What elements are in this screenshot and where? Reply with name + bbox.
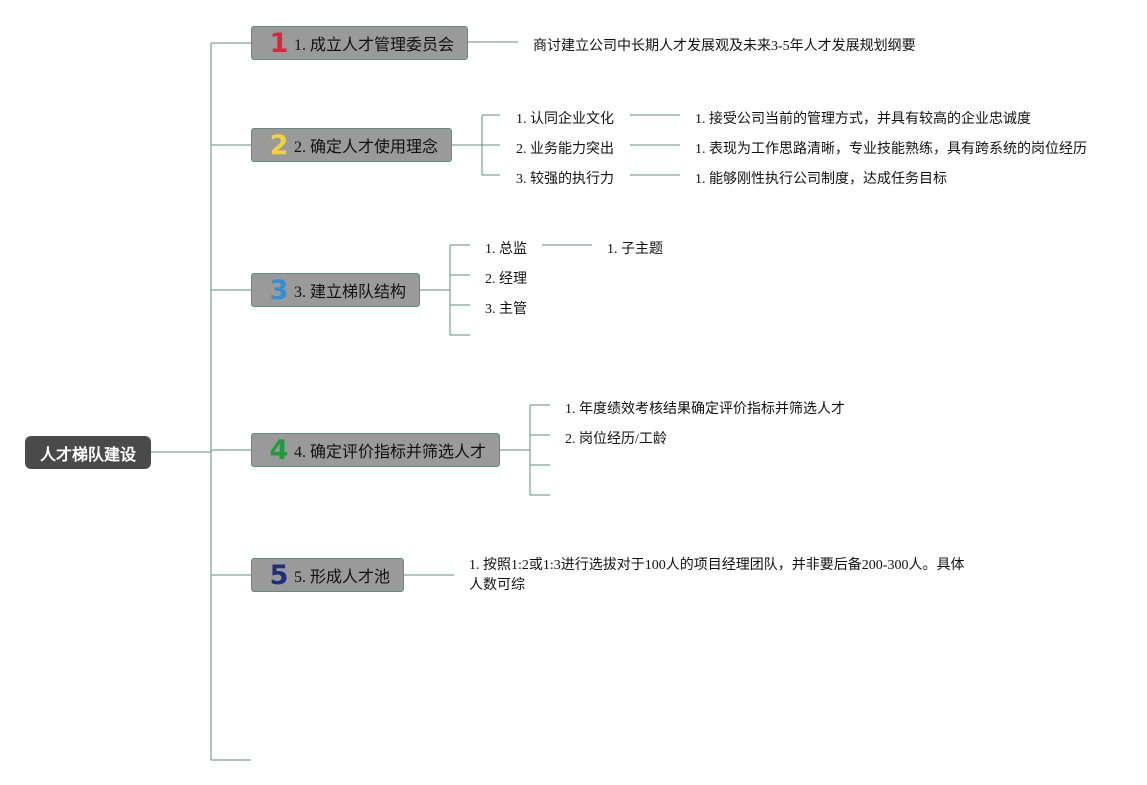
topic-3-sub-1-detail[interactable]: 1. 子主题: [607, 242, 663, 257]
topic-5[interactable]: 5 5. 形成人才池: [251, 558, 404, 592]
topic-2-sub-2-detail[interactable]: 1. 表现为工作思路清晰，专业技能熟练，具有跨系统的岗位经历: [695, 142, 1087, 157]
number-3-icon: 3: [269, 274, 289, 306]
topic-2-sub-3-detail[interactable]: 1. 能够刚性执行公司制度，达成任务目标: [695, 172, 947, 187]
topic-3-sub-2[interactable]: 2. 经理: [485, 272, 527, 287]
topic-3-label: 3. 建立梯队结构: [294, 284, 407, 301]
number-4-icon: 4: [269, 434, 289, 466]
number-2-icon: 2: [269, 129, 289, 161]
root-topic[interactable]: 人才梯队建设: [25, 436, 151, 469]
topic-2-sub-3[interactable]: 3. 较强的执行力: [516, 172, 614, 187]
topic-3-sub-1[interactable]: 1. 总监: [485, 242, 527, 257]
topic-1[interactable]: 1 1. 成立人才管理委员会: [251, 26, 468, 60]
topic-4[interactable]: 4 4. 确定评价指标并筛选人才: [251, 433, 500, 467]
topic-2-sub-1[interactable]: 1. 认同企业文化: [516, 112, 614, 127]
topic-1-note[interactable]: 商讨建立公司中长期人才发展观及未来3-5年人才发展规划纲要: [533, 39, 916, 54]
number-1-icon: 1: [269, 27, 289, 59]
topic-2[interactable]: 2 2. 确定人才使用理念: [251, 128, 452, 162]
root-topic-label: 人才梯队建设: [39, 444, 136, 464]
topic-5-note[interactable]: 1. 按照1:2或1:3进行选拔对于100人的项目经理团队，并非要后备200-3…: [469, 558, 965, 593]
topic-2-label: 2. 确定人才使用理念: [294, 139, 439, 156]
topic-2-sub-2[interactable]: 2. 业务能力突出: [516, 142, 614, 157]
topic-4-sub-2[interactable]: 2. 岗位经历/工龄: [565, 432, 667, 447]
topic-3-sub-3[interactable]: 3. 主管: [485, 302, 527, 317]
topic-4-label: 4. 确定评价指标并筛选人才: [294, 444, 487, 461]
topic-3[interactable]: 3 3. 建立梯队结构: [251, 273, 420, 307]
topic-1-label: 1. 成立人才管理委员会: [294, 37, 455, 54]
topic-2-sub-1-detail[interactable]: 1. 接受公司当前的管理方式，并具有较高的企业忠诚度: [695, 112, 1031, 127]
number-5-icon: 5: [269, 559, 289, 591]
topic-5-label: 5. 形成人才池: [294, 569, 391, 586]
topic-4-sub-1[interactable]: 1. 年度绩效考核结果确定评价指标并筛选人才: [565, 402, 845, 417]
